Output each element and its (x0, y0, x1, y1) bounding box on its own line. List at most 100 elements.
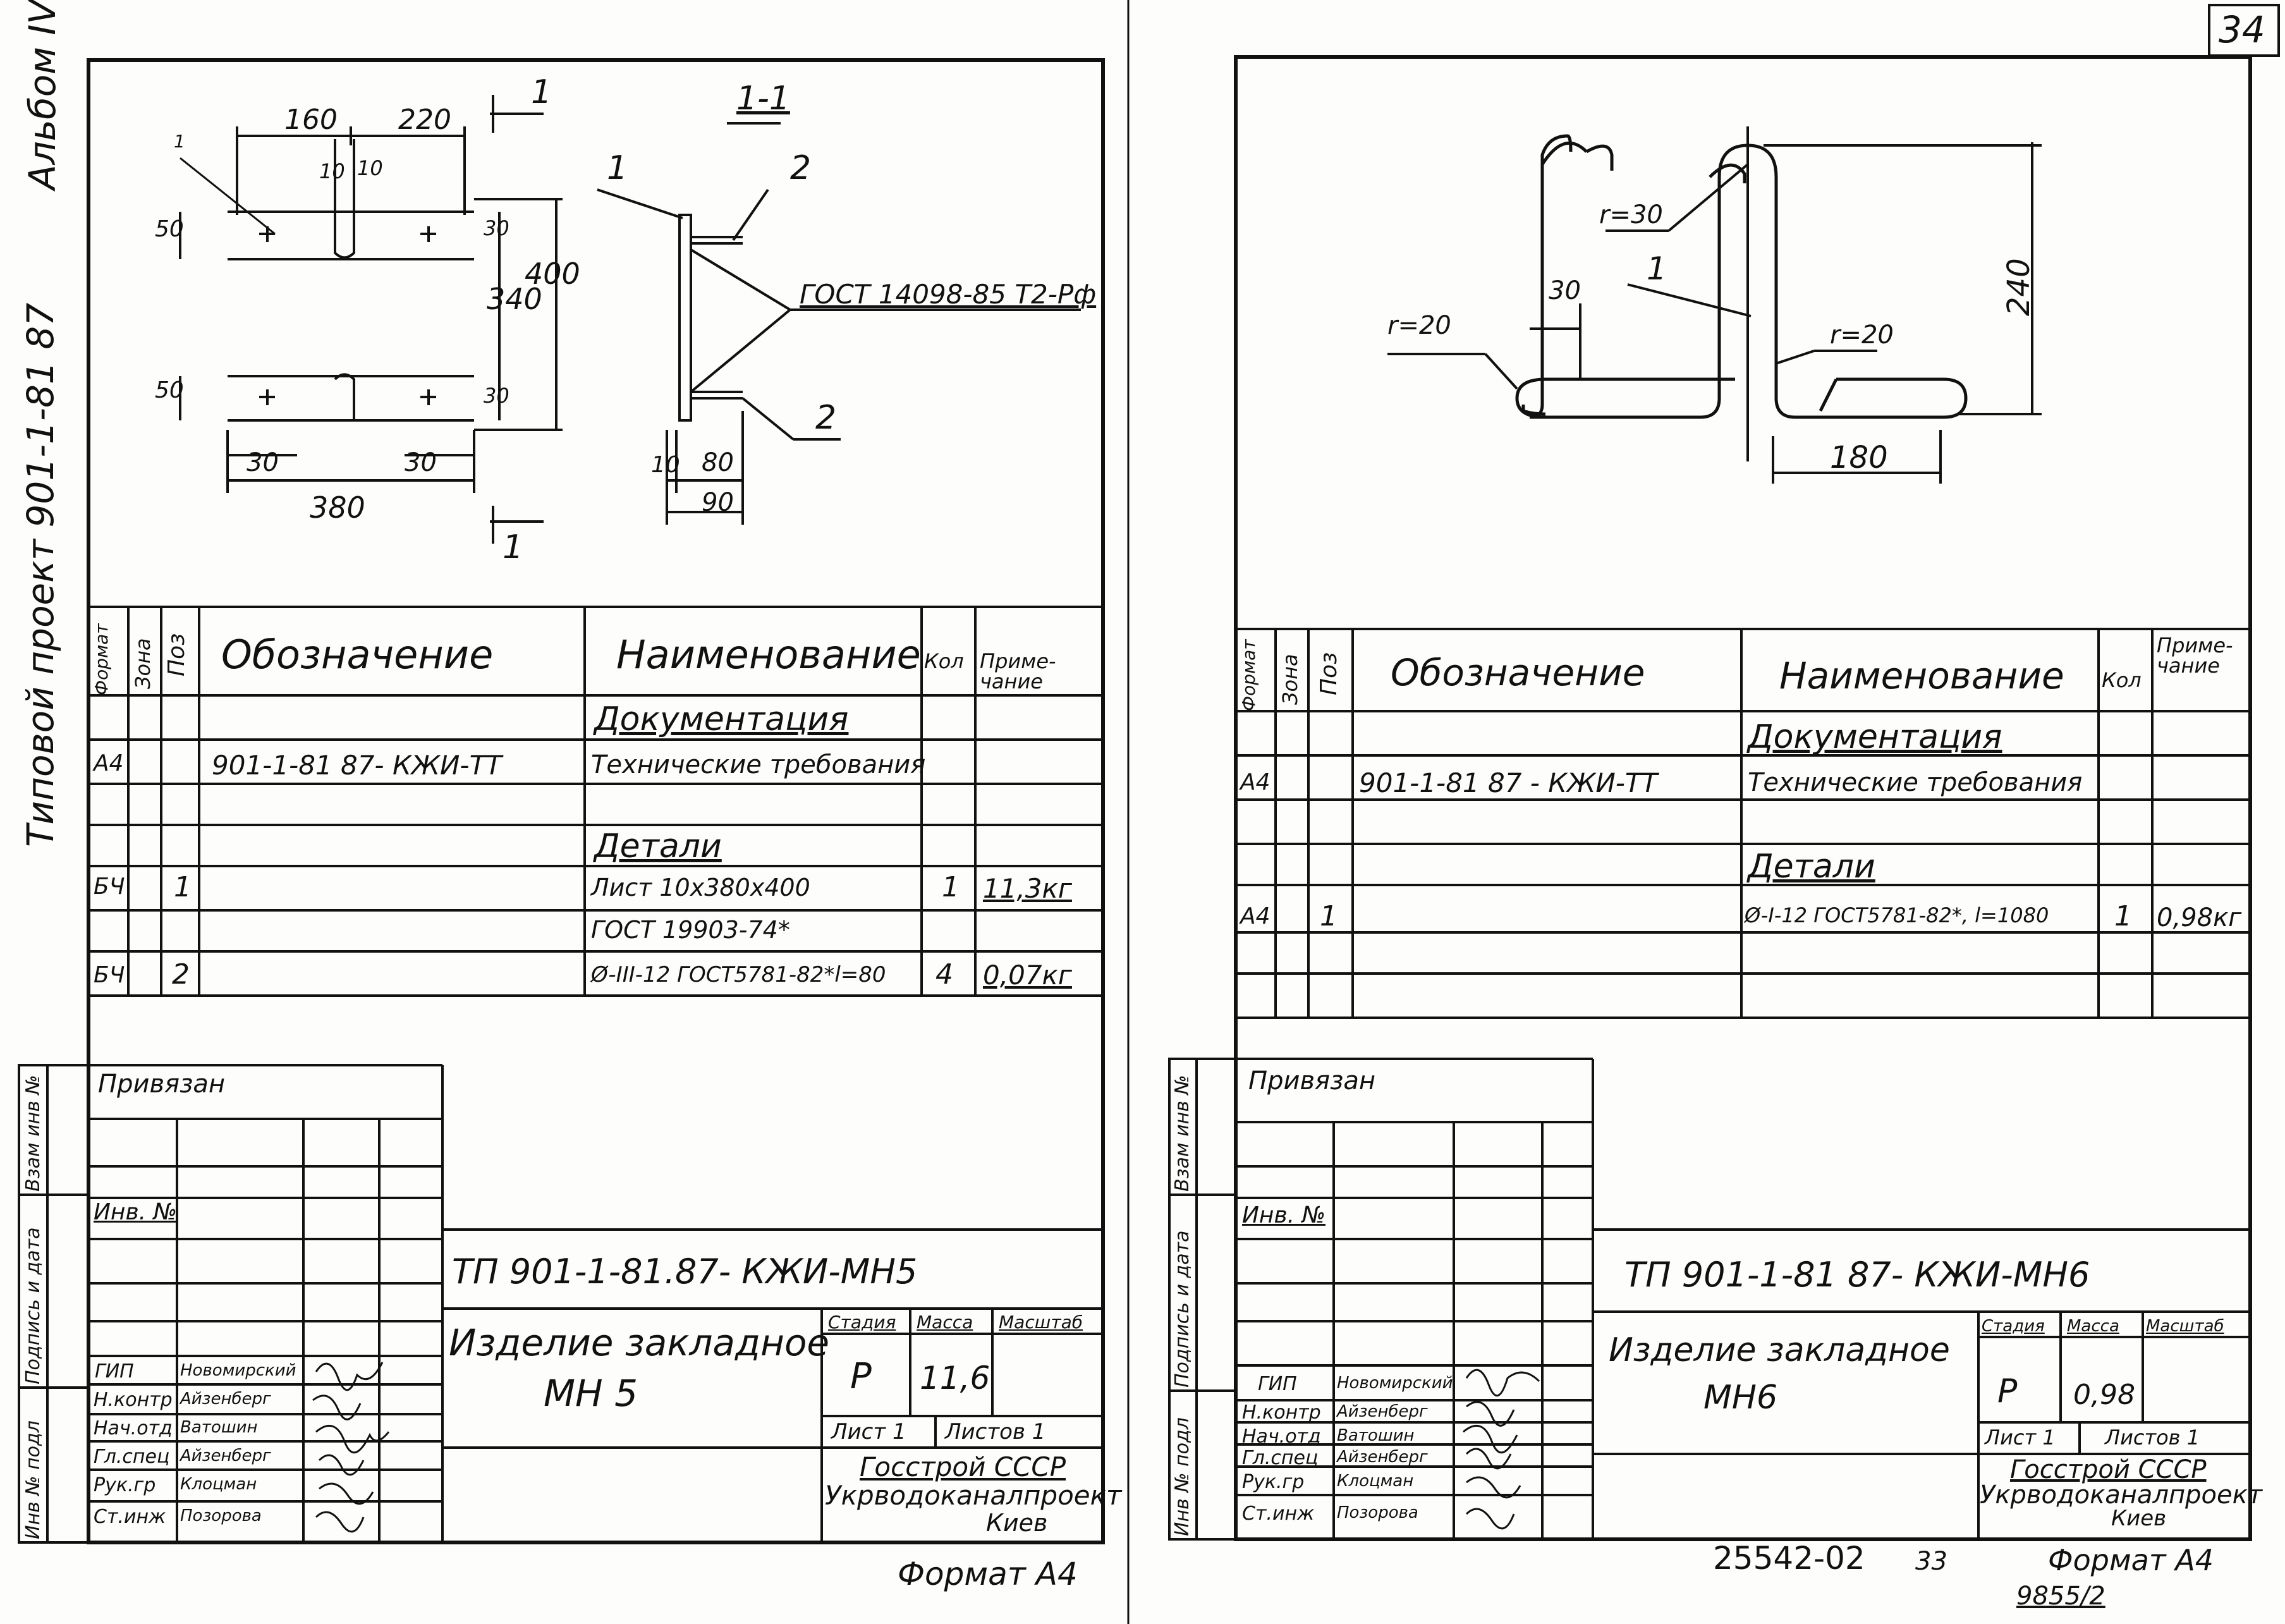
stamp-label-inv: Инв № подл (22, 1420, 44, 1539)
radius-left: r=20 (1387, 311, 1451, 340)
org-line-3: Киев (986, 1509, 1048, 1537)
dim-180: 180 (1830, 440, 1888, 475)
bound-label: Привязан (98, 1070, 226, 1099)
col-format-header: Формат (1238, 639, 1259, 711)
role-glspec: Гл.спец (94, 1446, 170, 1468)
dim-10-side: 10 (651, 452, 680, 478)
org-line-1: Госстрой СССР (860, 1451, 1066, 1482)
table-row-pos: 2 (172, 958, 190, 991)
table-row-name: Технические требования (1748, 768, 2083, 797)
stage-value: Р (850, 1356, 872, 1397)
table-row-designation: 901-1-81 87 - КЖИ-ТТ (1359, 767, 1658, 798)
table-row-qty: 1 (942, 871, 960, 903)
dim-10a: 10 (319, 159, 345, 183)
table-row-qty: 4 (935, 958, 953, 991)
table-row-format: А4 (94, 750, 124, 776)
table-row-name: Лист 10х380х400 (591, 874, 810, 901)
name-2: Айзенберг (1337, 1402, 1428, 1421)
stamp-label-sign: Подпись и дата (22, 1227, 44, 1385)
mass-label: Масса (917, 1312, 973, 1333)
table-row-note: 11,3кг (983, 873, 1072, 904)
weld-note: ГОСТ 14098-85 Т2-Рф (800, 279, 1097, 310)
sheets-label: Листов 1 (2105, 1426, 2200, 1450)
role-nachotd: Нач.отд (1242, 1426, 1321, 1448)
stage-value: Р (1997, 1372, 2018, 1410)
doc-code: ТП 901-1-81.87- КЖИ-МН5 (452, 1252, 918, 1291)
stamp-label-replace: Взам инв № (22, 1075, 44, 1192)
stamp-label-inv: Инв № подл (1171, 1417, 1193, 1536)
dim-160: 160 (284, 104, 338, 136)
dim-50b: 50 (155, 377, 184, 403)
dim-30d: 30 (405, 448, 437, 477)
col-qty-header: Кол (2102, 668, 2142, 692)
name-1: Новомирский (1337, 1374, 1453, 1393)
table-row-designation: 901-1-81 87- КЖИ-ТТ (212, 750, 502, 781)
table-row-name: Документация (594, 700, 849, 738)
dim-50a: 50 (155, 216, 184, 242)
sheets-label: Листов 1 (945, 1419, 1046, 1444)
role-stinzh: Ст.инж (1242, 1503, 1315, 1525)
role-ncontr: Н.контр (94, 1389, 173, 1411)
col-pos-header: Поз (164, 633, 190, 676)
section-marker-top: 1 (531, 73, 552, 111)
inv-label: Инв. № (1242, 1202, 1326, 1228)
footer-small: 33 (1915, 1547, 1947, 1576)
format-label: Формат А4 (898, 1556, 1078, 1592)
role-rukgr: Рук.гр (94, 1474, 156, 1496)
table-row-name: Детали (594, 827, 722, 865)
dim-80-side: 80 (702, 448, 734, 477)
col-designation-header: Обозначение (1391, 651, 1645, 694)
role-rukgr: Рук.гр (1242, 1471, 1305, 1493)
org-line-2: Укрводоканалпроект (1980, 1481, 2263, 1510)
stamp-label-sign: Подпись и дата (1171, 1230, 1193, 1388)
dim-380: 380 (310, 491, 365, 525)
dim-30a: 30 (484, 216, 509, 240)
table-row-qty: 1 (2114, 900, 2132, 932)
table-row-note: 0,98кг (2157, 903, 2242, 932)
scale-label: Масштаб (999, 1312, 1083, 1333)
sheet-label: Лист 1 (831, 1419, 906, 1444)
org-line-1: Госстрой СССР (2010, 1455, 2207, 1484)
radius-top: r=30 (1599, 200, 1663, 229)
product-name: Изделие закладное (449, 1321, 830, 1364)
col-qty-header: Кол (924, 649, 964, 673)
callout-bar-1: 1 (1647, 250, 1667, 287)
table-row-name: ГОСТ 19903-74* (591, 916, 790, 944)
dim-30b: 30 (484, 384, 509, 408)
radius-right: r=20 (1830, 321, 1894, 350)
col-designation-header: Обозначение (221, 632, 494, 678)
dim-30: 30 (1549, 276, 1581, 305)
dim-220: 220 (398, 104, 451, 136)
inv-label: Инв. № (94, 1199, 178, 1225)
table-row-name: Технические требования (591, 750, 926, 779)
name-6: Позорова (180, 1506, 262, 1525)
name-3: Ватошин (1337, 1426, 1415, 1445)
table-row-format: БЧ (94, 962, 125, 988)
bound-label: Привязан (1248, 1066, 1376, 1096)
callout-1: 1 (607, 149, 628, 187)
role-gip: ГИП (1258, 1373, 1297, 1395)
col-name-header: Наименование (616, 632, 921, 678)
name-4: Айзенберг (180, 1446, 271, 1465)
dim-240: 240 (2001, 258, 2037, 316)
pos-label: 1 (174, 131, 185, 152)
table-row-pos: 1 (174, 871, 192, 903)
doc-code: ТП 901-1-81 87- КЖИ-МН6 (1624, 1255, 2090, 1295)
col-format-header: Формат (91, 623, 112, 695)
name-6: Позорова (1337, 1503, 1418, 1522)
name-3: Ватошин (180, 1418, 258, 1437)
section-title: 1-1 (736, 80, 790, 118)
footer-number: 25542-02 (1713, 1540, 1865, 1577)
table-row-name: Ø-I-12 ГОСТ5781-82*, l=1080 (1745, 903, 2049, 927)
mass-value: 0,98 (2073, 1379, 2135, 1411)
col-note-header: Приме-чание (980, 649, 1056, 693)
dim-400: 400 (525, 257, 580, 291)
dim-30c: 30 (247, 448, 279, 477)
name-5: Клоцман (180, 1475, 257, 1494)
page-number: 34 (2219, 8, 2265, 51)
col-name-header: Наименование (1779, 654, 2064, 697)
mass-label: Масса (2067, 1317, 2119, 1336)
table-row-name: Детали (1748, 848, 1875, 886)
col-pos-header: Поз (1316, 652, 1342, 695)
